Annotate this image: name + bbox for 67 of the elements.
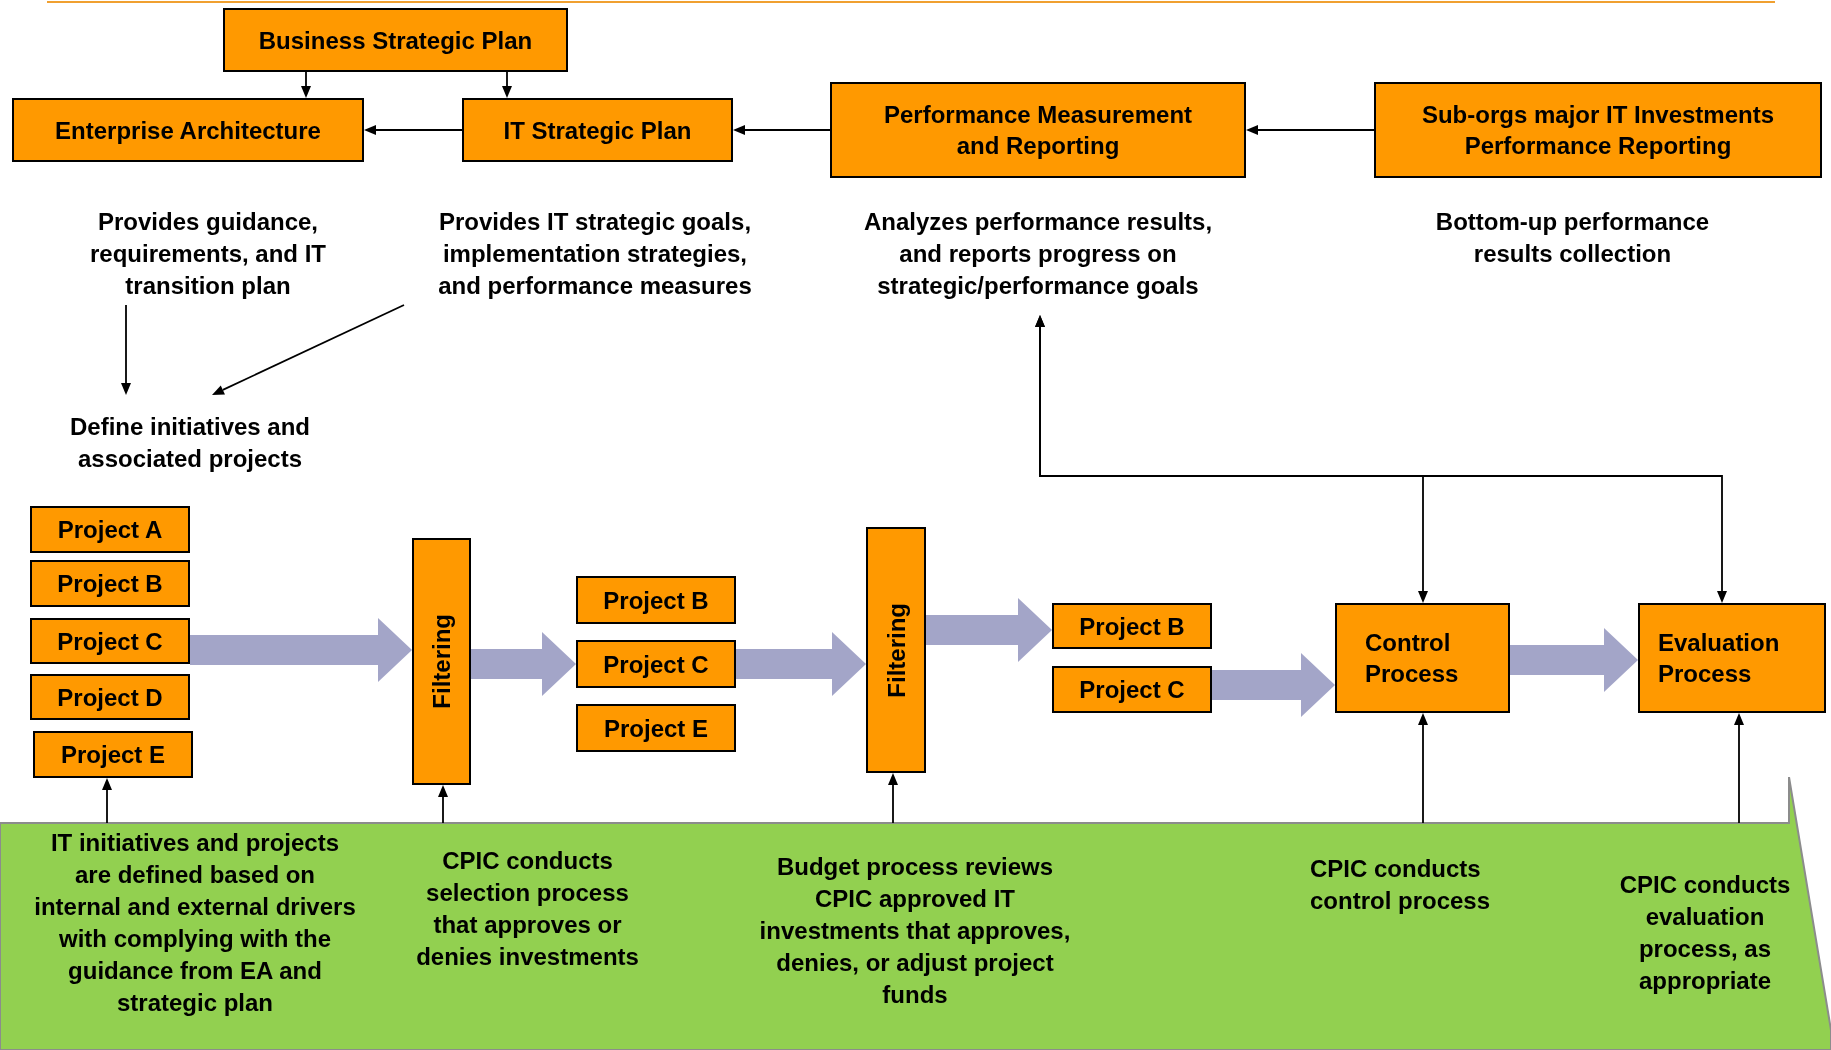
process-box bbox=[1052, 666, 1212, 713]
process-box bbox=[1052, 603, 1212, 649]
process-box bbox=[33, 731, 193, 778]
process-box bbox=[1335, 603, 1510, 713]
block-arrow bbox=[190, 618, 412, 682]
process-box bbox=[1374, 82, 1822, 178]
box-label: Project C bbox=[1079, 675, 1185, 705]
filter-bar bbox=[866, 527, 926, 773]
arrow bbox=[888, 773, 898, 824]
description-text: IT initiatives and projects are defined based on internal and external drivers with complying with the guidance from EA and strategic plan bbox=[15, 823, 375, 1028]
description-text: Define initiatives and associated projects bbox=[20, 395, 360, 476]
process-box bbox=[576, 576, 736, 624]
process-box bbox=[223, 8, 568, 72]
arrow bbox=[1035, 315, 1727, 603]
box-label: Project B bbox=[1079, 611, 1185, 642]
box-label: Evaluation Process bbox=[1658, 628, 1781, 689]
arrow bbox=[102, 778, 112, 824]
arrow bbox=[733, 125, 831, 135]
block-arrow bbox=[1510, 628, 1638, 692]
description-text: Budget process reviews CPIC approved IT investments that approves, denies, or adjust project funds bbox=[740, 823, 1090, 1023]
arrow bbox=[1418, 713, 1428, 824]
block-arrow bbox=[926, 598, 1052, 662]
process-box bbox=[576, 640, 736, 688]
box-label: Project B bbox=[603, 585, 709, 616]
description-text: Analyzes performance results, and reports progress on strategic/performance goals bbox=[830, 204, 1246, 315]
box-label: IT Strategic Plan bbox=[503, 115, 692, 146]
block-arrow bbox=[736, 632, 866, 696]
description-text: CPIC conducts selection process that approves or denies investments bbox=[385, 823, 670, 983]
box-label: Project D bbox=[57, 682, 163, 713]
description-text: CPIC conducts evaluation process, as appropriate bbox=[1600, 823, 1810, 1013]
arrow bbox=[121, 304, 131, 395]
arrow bbox=[1734, 713, 1744, 824]
box-label: Sub-orgs major IT Investments Performance Reporting bbox=[1420, 100, 1776, 161]
arrow bbox=[301, 71, 311, 98]
box-label: Control Process bbox=[1365, 628, 1460, 689]
box-label: Performance Measurement and Reporting bbox=[882, 100, 1194, 161]
process-box bbox=[830, 82, 1246, 178]
box-label: Project C bbox=[603, 649, 709, 680]
box-label: Filtering bbox=[427, 614, 456, 709]
block-arrow bbox=[471, 632, 576, 696]
description-text: CPIC conducts control process bbox=[1290, 823, 1540, 933]
process-box bbox=[30, 618, 190, 664]
box-label: Project C bbox=[57, 626, 163, 657]
box-label: Business Strategic Plan bbox=[258, 25, 533, 56]
description-text: Provides IT strategic goals, implementation strategies, and performance measures bbox=[400, 204, 790, 305]
process-box bbox=[12, 98, 364, 162]
box-label: Project A bbox=[57, 515, 163, 545]
process-box bbox=[30, 560, 190, 607]
description-text: Provides guidance, requirements, and IT transition plan bbox=[50, 204, 366, 305]
process-box bbox=[576, 704, 736, 752]
arrow bbox=[364, 125, 463, 135]
process-box bbox=[30, 506, 190, 553]
box-label: Filtering bbox=[881, 602, 911, 698]
block-arrow bbox=[1212, 653, 1335, 717]
box-label: Project B bbox=[57, 569, 163, 599]
box-label: Project E bbox=[603, 713, 708, 744]
process-box bbox=[462, 98, 733, 162]
description-text: Bottom-up performance results collection bbox=[1380, 204, 1765, 275]
arrow bbox=[212, 304, 405, 395]
filter-bar bbox=[412, 538, 471, 785]
process-box bbox=[1638, 603, 1826, 713]
arrow bbox=[502, 71, 512, 98]
arrow bbox=[438, 785, 448, 824]
arrow bbox=[1246, 125, 1375, 135]
process-box bbox=[30, 674, 190, 720]
box-label: Project E bbox=[60, 740, 165, 770]
box-label: Enterprise Architecture bbox=[55, 115, 321, 146]
